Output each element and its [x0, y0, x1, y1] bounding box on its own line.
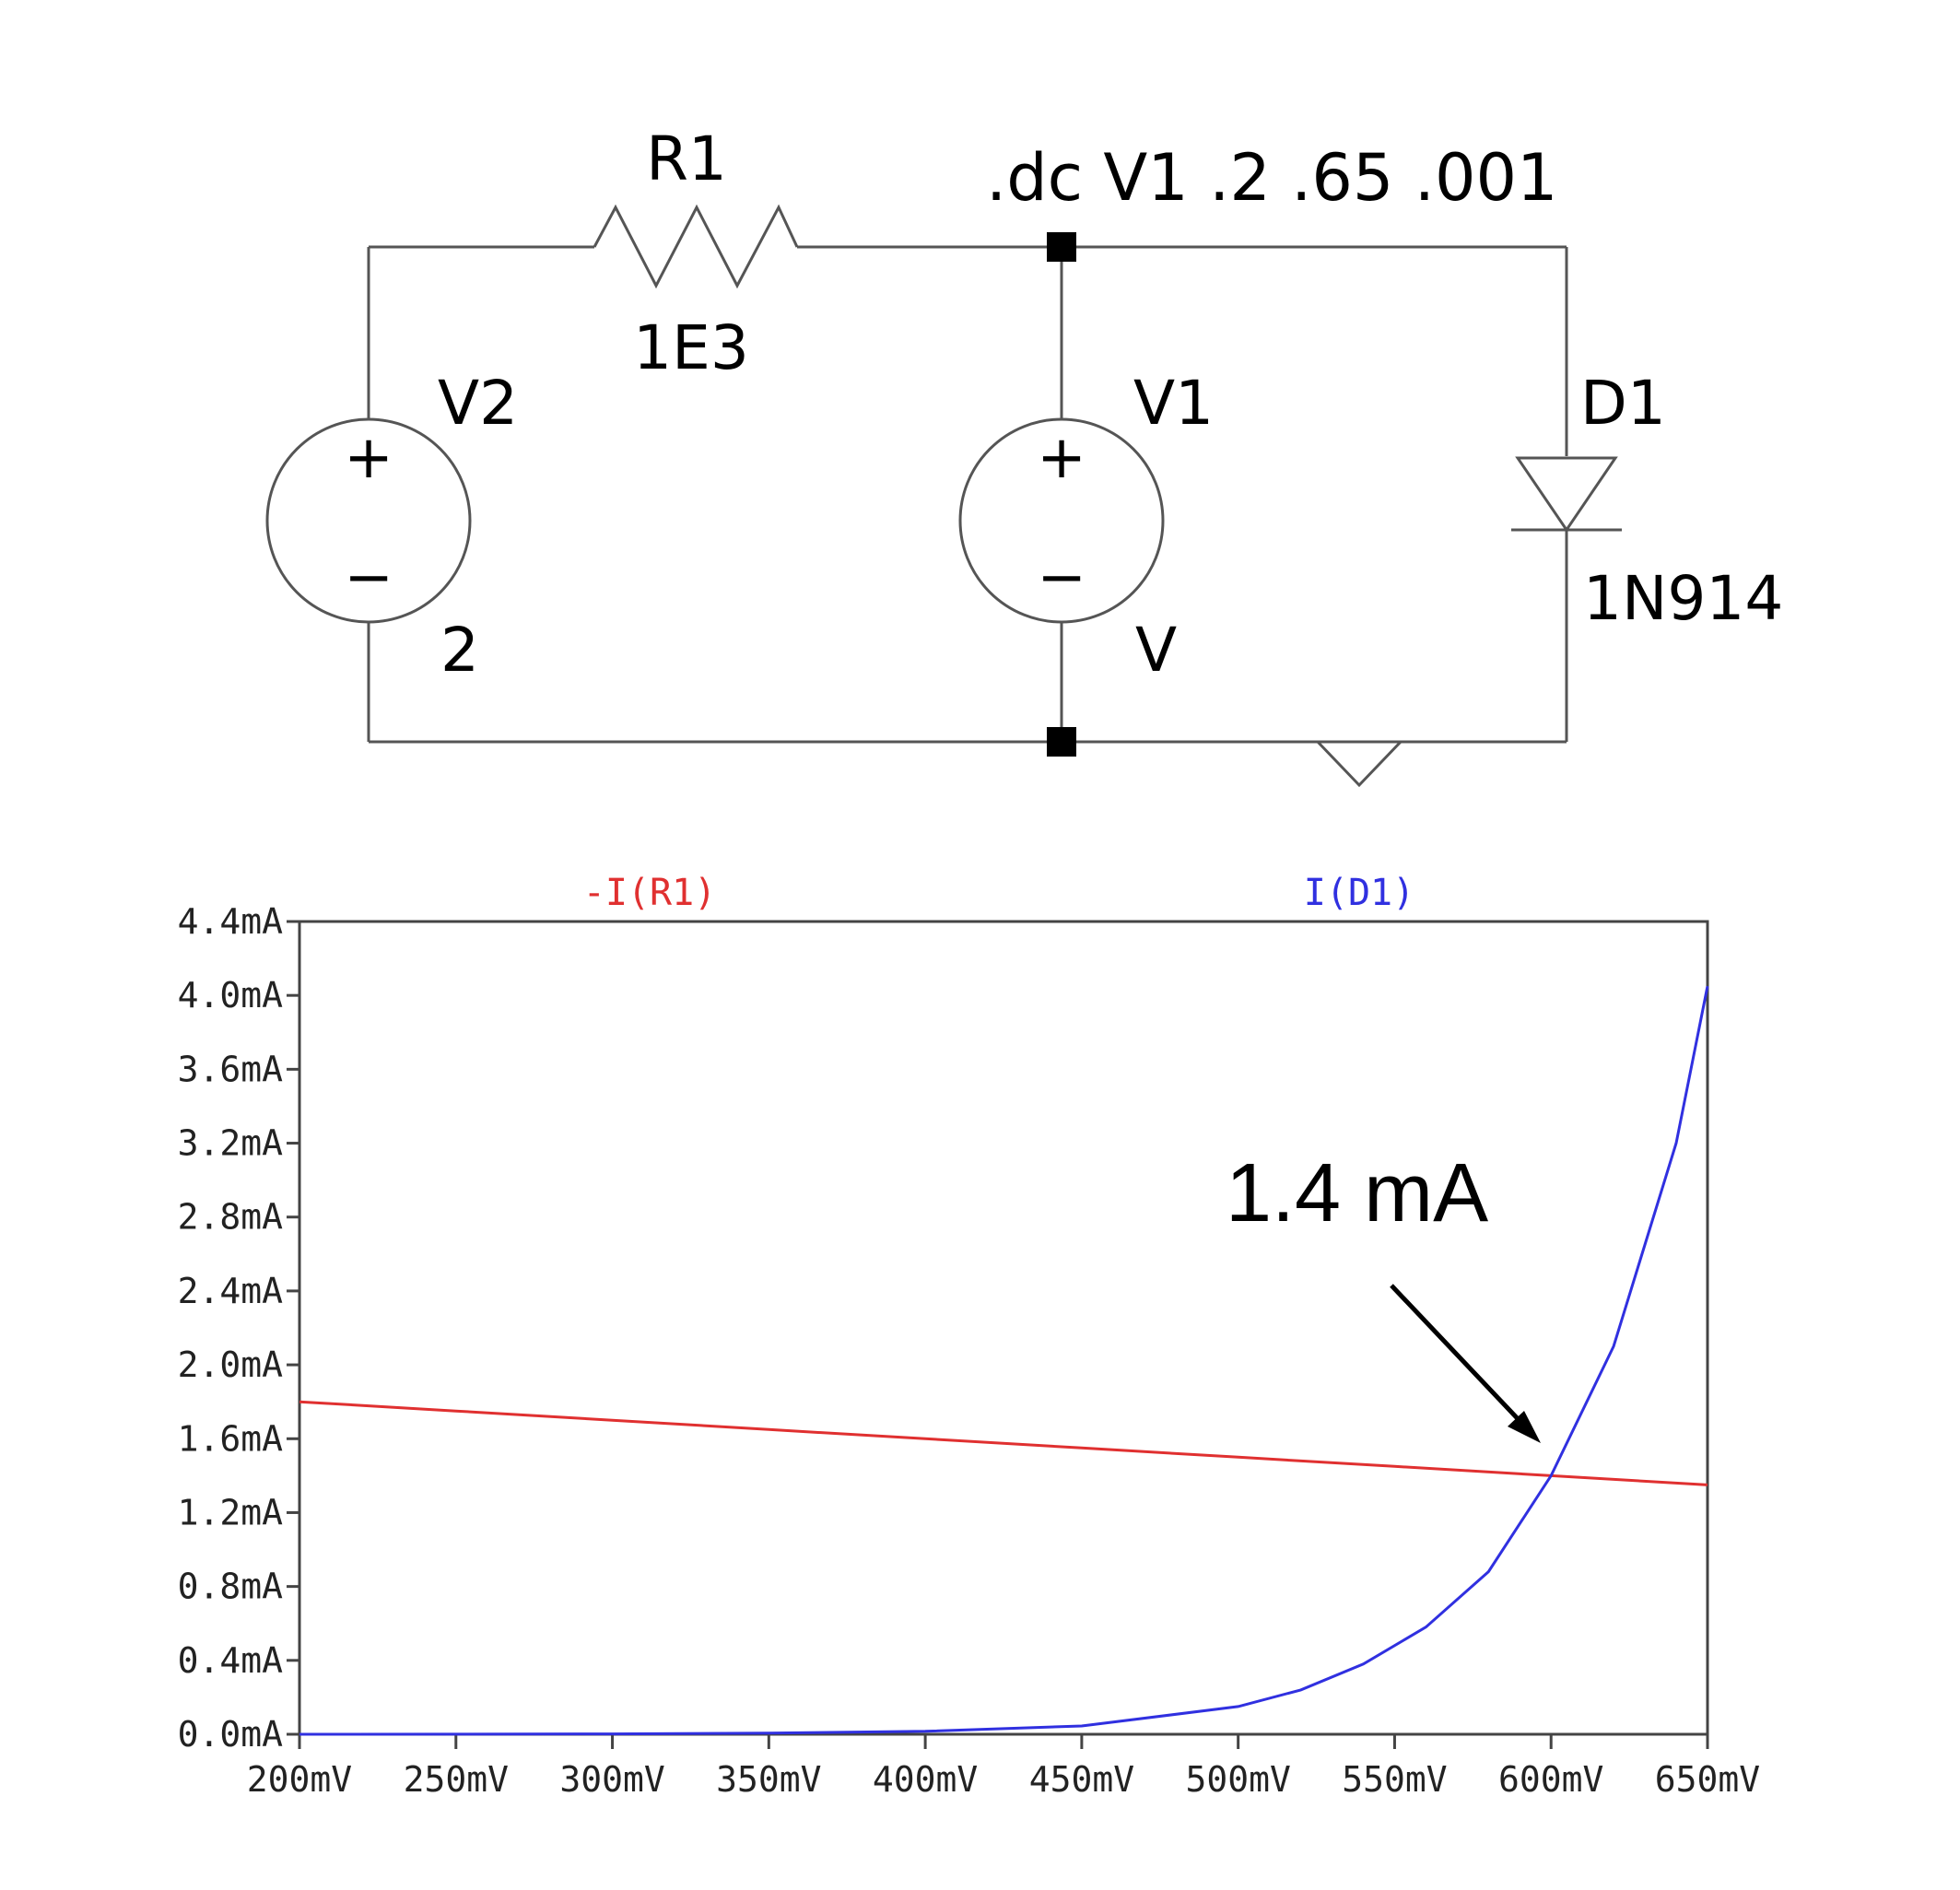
junction-dot-bottom	[1047, 727, 1076, 757]
junction-dot-top	[1047, 232, 1076, 262]
y-tick-label: 4.0mA	[178, 975, 284, 1015]
d1-value-label: 1N914	[1583, 563, 1783, 634]
x-tick-label: 400mV	[873, 1759, 978, 1800]
annotation-arrow	[1390, 1284, 1527, 1428]
v1-plus-sign: +	[1037, 424, 1086, 492]
annotation-arrowhead	[1508, 1411, 1541, 1443]
diode-d1-symbol	[1515, 456, 1618, 533]
series-layer	[299, 985, 1709, 1736]
plot: 0.0mA 0.4mA 0.8mA 1.2mA 1.6mA 2.0mA 2.4mA 2.8mA…	[178, 872, 1761, 1800]
simulation-directive: .dc V1 .2 .65 .001	[986, 140, 1558, 216]
r1-value-label: 1E3	[633, 312, 749, 383]
y-tick-label: 0.0mA	[178, 1714, 284, 1755]
legend-label-i-d1: I(D1)	[1304, 872, 1414, 914]
schematic	[265, 204, 1622, 788]
d1-name-label: D1	[1580, 368, 1666, 439]
resistor-r1-symbol	[593, 204, 799, 289]
x-tick-label: 350mV	[716, 1759, 821, 1800]
v2-name-label: V2	[438, 368, 518, 439]
v1-minus-sign: −	[1037, 544, 1086, 612]
series-line-neg-i-r1	[299, 1400, 1708, 1486]
v2-value-label: 2	[440, 615, 479, 686]
y-tick-label: 2.8mA	[178, 1197, 284, 1238]
y-tick-label: 4.4mA	[178, 901, 284, 942]
series-line-i-d1	[299, 985, 1709, 1736]
x-tick-label: 500mV	[1185, 1759, 1290, 1800]
y-tick-label: 3.6mA	[178, 1049, 284, 1089]
y-tick-label: 1.6mA	[178, 1418, 284, 1459]
v2-minus-sign: −	[344, 544, 393, 612]
x-tick-label: 200mV	[247, 1759, 352, 1800]
annotation-label: 1.4 mA	[1226, 1147, 1488, 1239]
x-tick-label: 650mV	[1655, 1759, 1760, 1800]
y-tick-label: 0.4mA	[178, 1640, 284, 1681]
legend: -I(R1) I(D1)	[583, 872, 1414, 914]
x-tick-label: 600mV	[1498, 1759, 1603, 1800]
x-tick-label: 250mV	[404, 1759, 509, 1800]
y-axis: 0.0mA 0.4mA 0.8mA 1.2mA 1.6mA 2.0mA 2.4mA 2.8mA…	[178, 901, 299, 1755]
x-tick-label: 550mV	[1342, 1759, 1447, 1800]
x-axis: 200mV 250mV 300mV 350mV 400mV 450mV 500mV 550mV…	[247, 1734, 1760, 1800]
legend-label-neg-i-r1: -I(R1)	[583, 872, 717, 914]
y-tick-label: 3.2mA	[178, 1123, 284, 1164]
v2-plus-sign: +	[344, 424, 393, 492]
v1-value-label: V	[1135, 615, 1177, 686]
x-tick-label: 300mV	[559, 1759, 664, 1800]
y-tick-label: 0.8mA	[178, 1567, 284, 1607]
x-tick-label: 450mV	[1029, 1759, 1134, 1800]
voltage-source-v2-symbol	[265, 417, 472, 624]
y-tick-label: 2.4mA	[178, 1271, 284, 1311]
r1-name-label: R1	[646, 123, 727, 194]
ground-symbol	[1314, 740, 1404, 788]
voltage-source-v1-symbol	[958, 417, 1165, 624]
y-tick-label: 2.0mA	[178, 1344, 284, 1385]
plot-frame	[298, 920, 1709, 1736]
v1-name-label: V1	[1133, 368, 1214, 439]
y-tick-label: 1.2mA	[178, 1492, 284, 1532]
